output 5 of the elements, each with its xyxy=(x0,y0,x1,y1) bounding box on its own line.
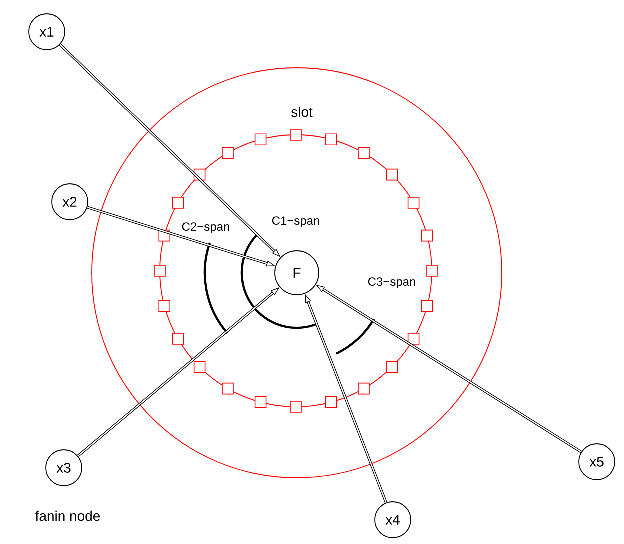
text-label: slot xyxy=(292,106,313,118)
text-label: C1−span xyxy=(272,216,320,228)
text-label: fanin node xyxy=(36,510,100,522)
text-label: C2−span xyxy=(182,222,230,234)
text-label: C3−span xyxy=(368,278,416,288)
